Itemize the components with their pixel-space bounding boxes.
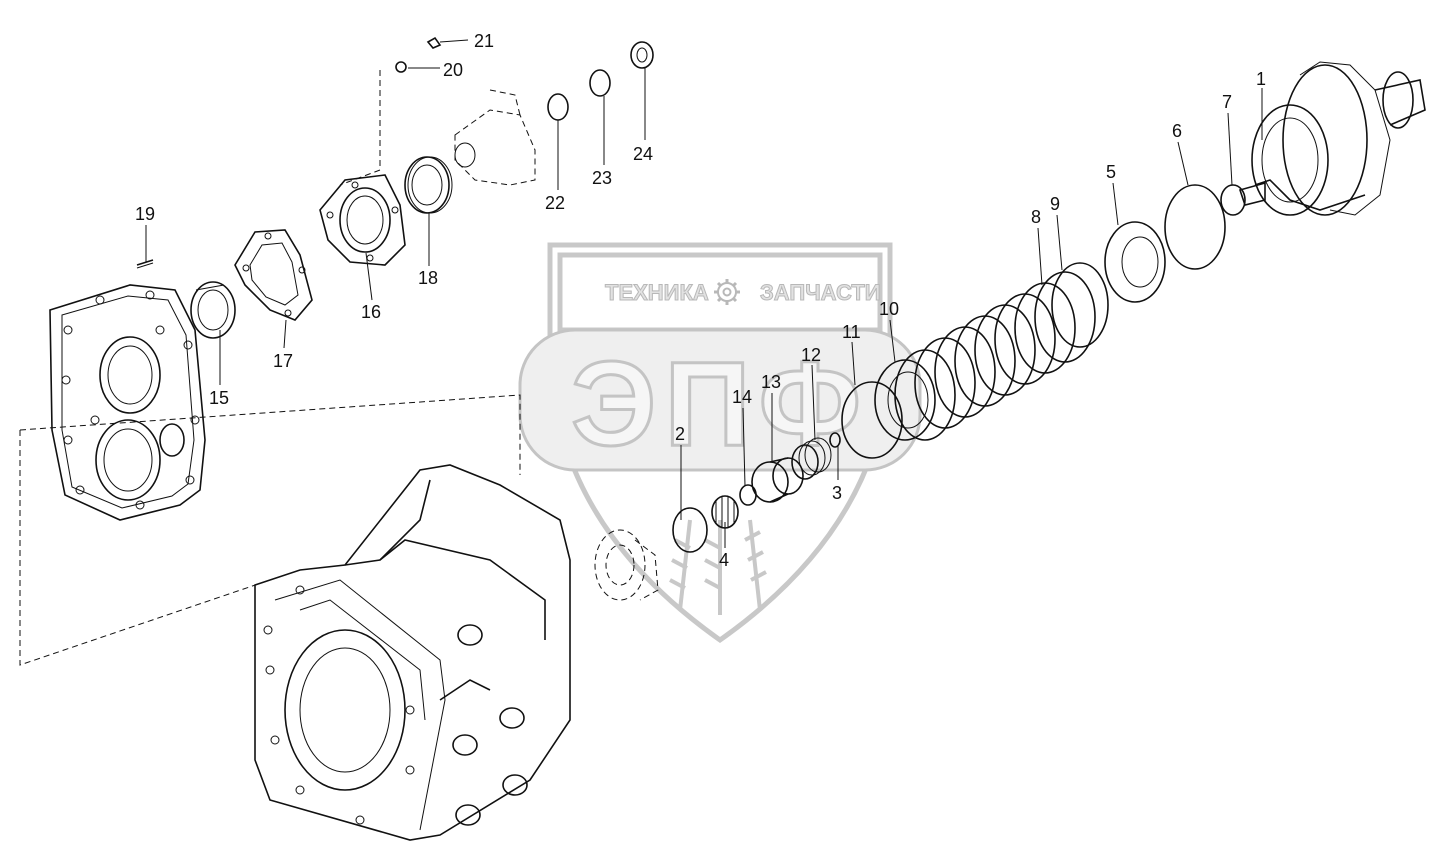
callout-19: 19 [135, 204, 155, 224]
part-17-gasket [234, 229, 313, 321]
part-23-snap-ring [589, 69, 611, 97]
watermark-word-right: ЗАПЧАСТИ [760, 280, 881, 305]
assembly-guide-lines [19, 70, 521, 666]
callout-9: 9 [1050, 194, 1060, 214]
callout-23: 23 [592, 168, 612, 188]
callout-2: 2 [675, 424, 685, 444]
callout-10: 10 [879, 299, 899, 319]
callout-24: 24 [633, 144, 653, 164]
part-5-piston [1104, 221, 1166, 303]
parts-8-9-clutch-discs [894, 262, 1109, 441]
front-cover-plate [49, 284, 206, 521]
callout-6: 6 [1172, 121, 1182, 141]
part-10-pressure-plate [874, 359, 936, 441]
callout-4: 4 [719, 550, 729, 570]
callout-5: 5 [1106, 162, 1116, 182]
watermark-word-left: ТЕХНИКА [605, 280, 709, 305]
bottom-gear [594, 529, 659, 601]
part-12-spring [791, 437, 832, 480]
callout-17: 17 [273, 351, 293, 371]
callout-3: 3 [832, 483, 842, 503]
callout-7: 7 [1222, 92, 1232, 112]
part-16-bearing-housing [319, 174, 406, 266]
part-18-bearing [404, 156, 453, 214]
callout-13: 13 [761, 372, 781, 392]
part-22-snap-ring [547, 93, 569, 121]
callout-1: 1 [1256, 69, 1266, 89]
part-7-seal-ring [1220, 184, 1246, 216]
part-3-ring [829, 432, 841, 448]
watermark-wheat [669, 519, 767, 615]
callout-21: 21 [474, 31, 494, 51]
callout-12: 12 [801, 345, 821, 365]
part-24-washer [630, 41, 654, 69]
part-15-seal [190, 281, 236, 339]
callout-labels: 1 2 3 4 5 6 7 8 9 10 11 12 13 14 15 16 1… [135, 31, 1266, 570]
part-1-clutch-drum-gear [1238, 61, 1426, 216]
callout-16: 16 [361, 302, 381, 322]
callout-8: 8 [1031, 207, 1041, 227]
part-11-snap-ring [841, 381, 903, 459]
callout-18: 18 [418, 268, 438, 288]
callout-14: 14 [732, 387, 752, 407]
callout-22: 22 [545, 193, 565, 213]
part-13-spacer [751, 457, 804, 503]
leader-lines [145, 39, 1263, 548]
main-housing [254, 464, 571, 841]
part-20-plug [395, 61, 407, 73]
gear-icon [714, 279, 740, 305]
part-21-clip [426, 36, 442, 49]
callout-20: 20 [443, 60, 463, 80]
callout-11: 11 [842, 322, 861, 342]
watermark-banner [518, 328, 922, 472]
callout-15: 15 [209, 388, 229, 408]
part-6-seal-ring [1164, 184, 1226, 270]
part-19-pin [136, 259, 154, 269]
part-2-snap-ring [672, 507, 708, 553]
pump-assembly [454, 89, 536, 186]
watermark: ТЕХНИКА ЗАПЧАСТИ ЭПФ [518, 242, 922, 644]
